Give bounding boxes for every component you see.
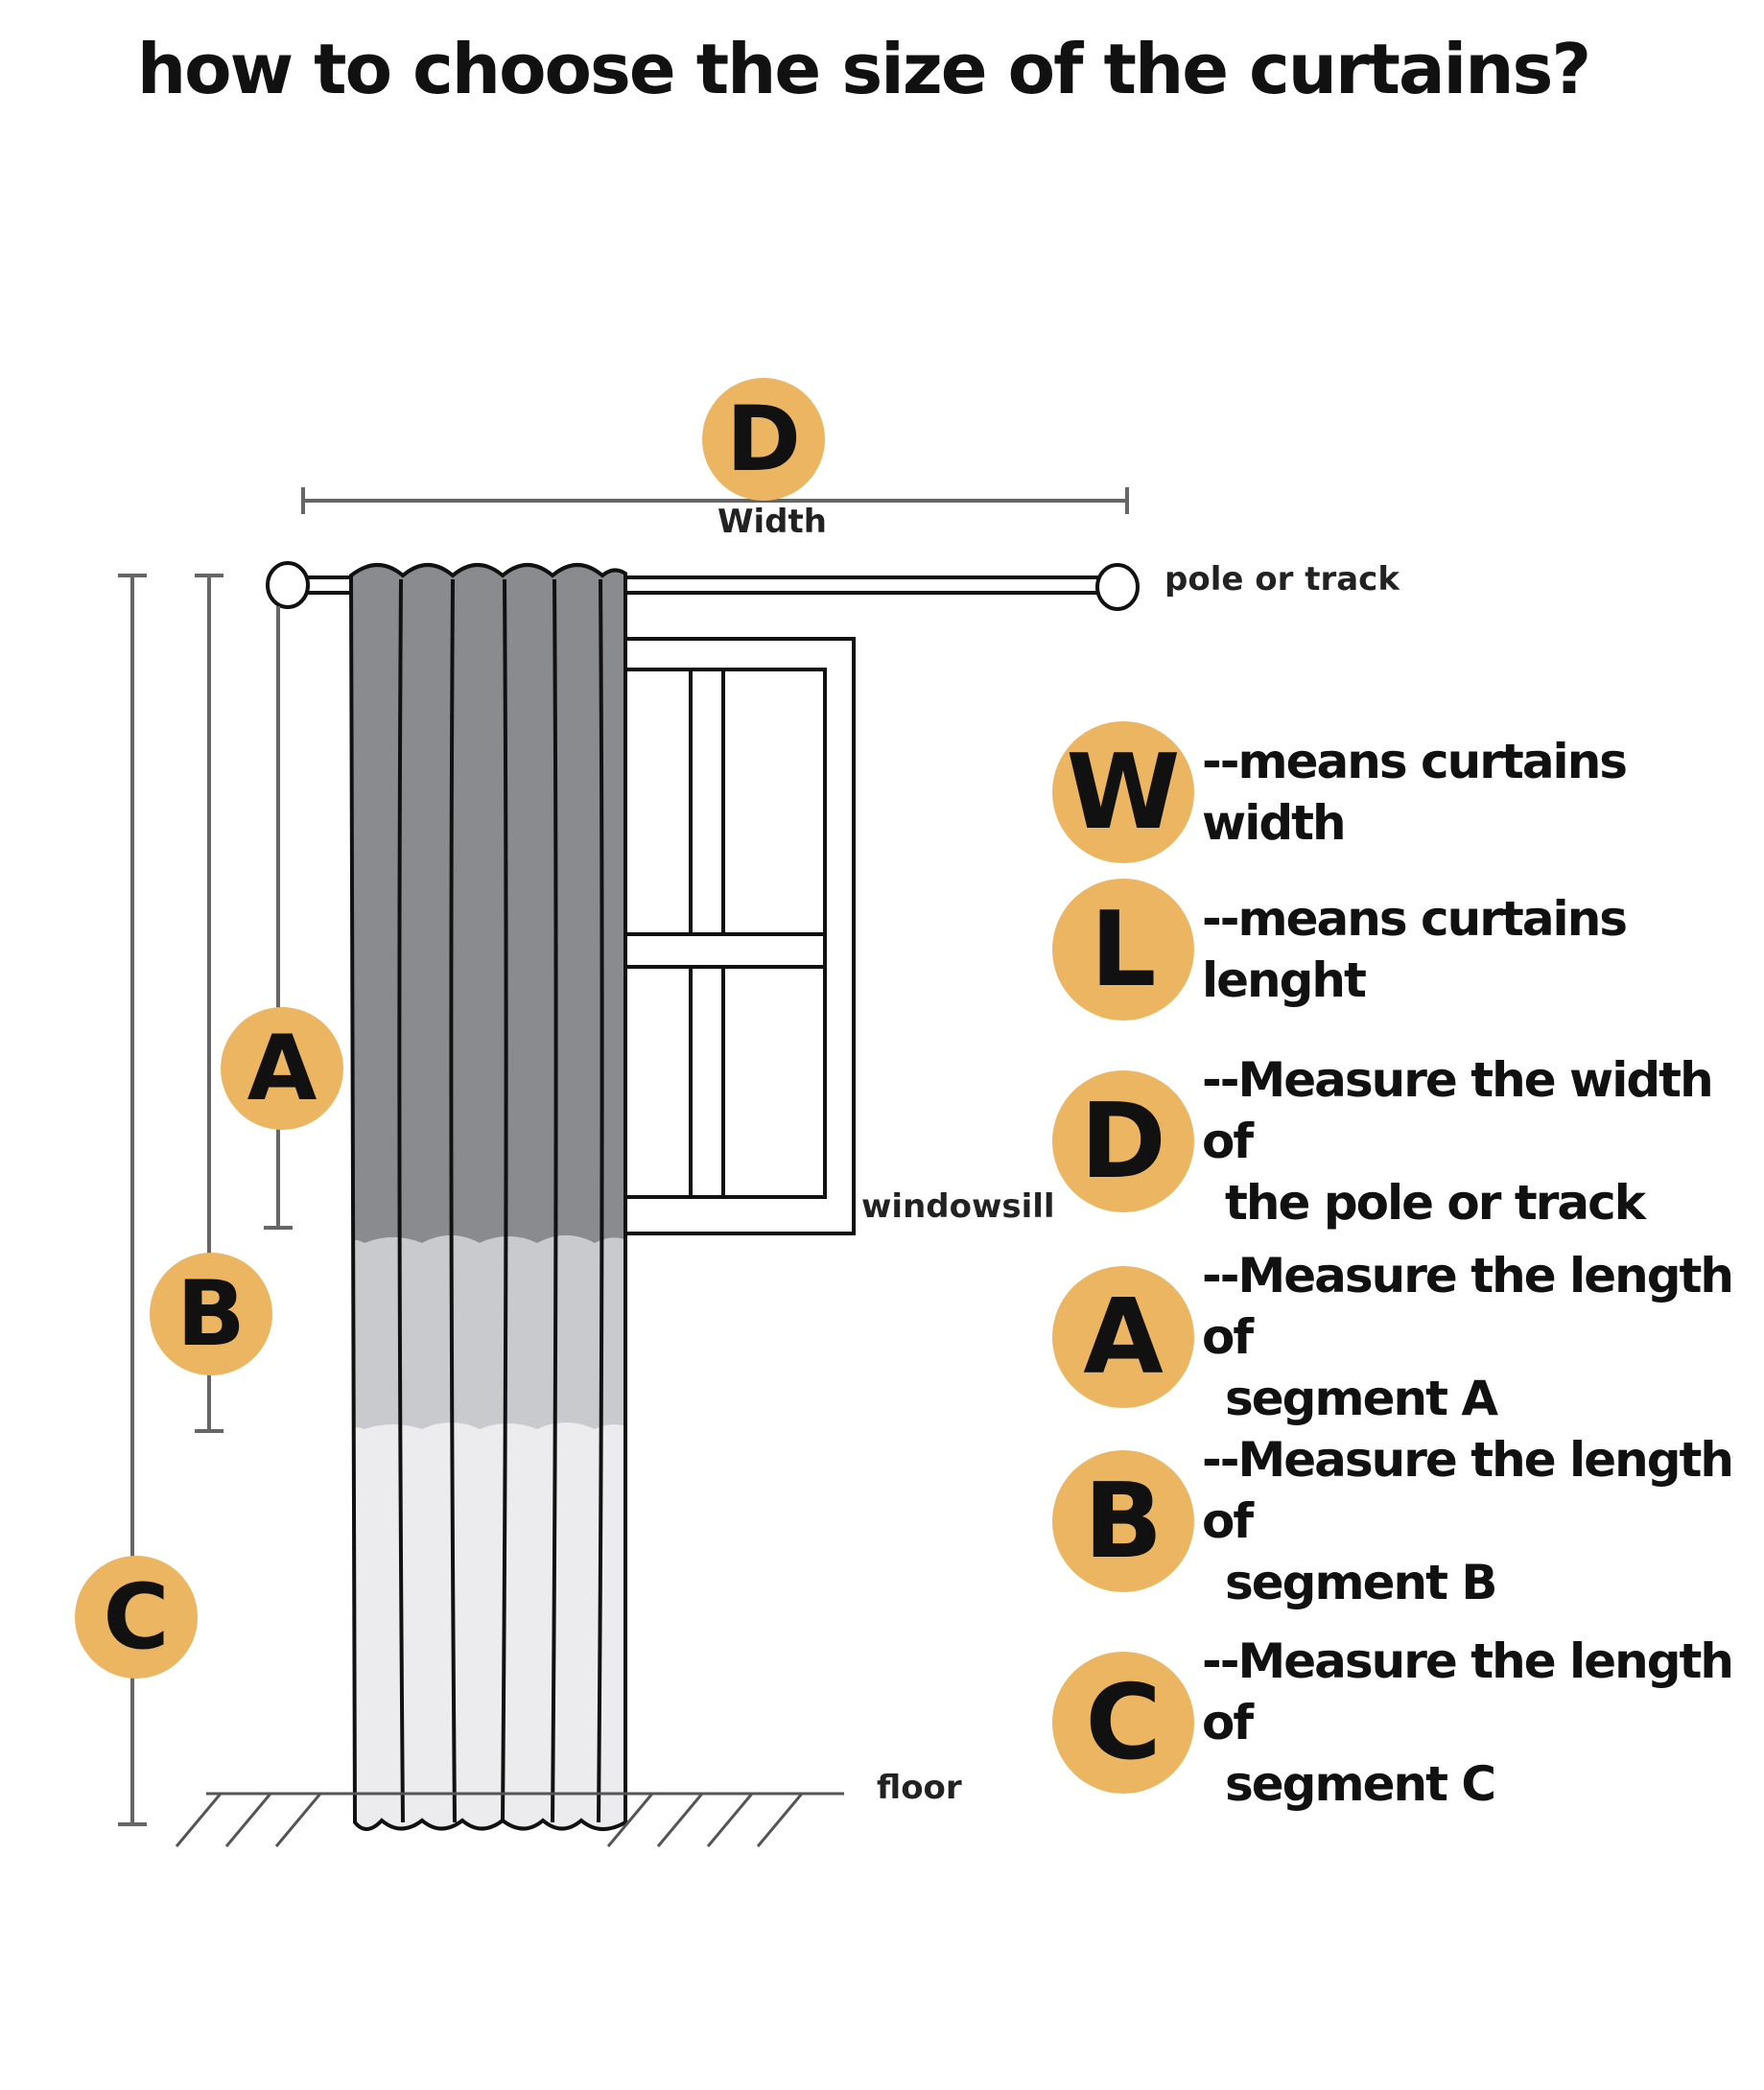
legend-text-b-line1: --Measure the length of <box>1202 1432 1734 1549</box>
legend-item-a: A --Measure the length of segment A <box>1052 1245 1764 1429</box>
segment-c-badge: C <box>75 1556 198 1679</box>
legend-text-c-line2: segment C <box>1225 1756 1496 1812</box>
width-label: Width <box>717 503 827 541</box>
legend-item-d: D --Measure the width of the pole or tra… <box>1052 1049 1764 1233</box>
legend-text-c-line1: --Measure the length of <box>1202 1633 1734 1750</box>
curtain <box>348 563 627 1831</box>
legend-text-a-line2: segment A <box>1225 1371 1498 1426</box>
width-dimension-line <box>301 487 1129 514</box>
legend-badge-b: B <box>1052 1450 1194 1592</box>
legend-badge-c: C <box>1052 1652 1194 1794</box>
pole-label: pole or track <box>1164 560 1399 599</box>
legend-text-b-line2: segment B <box>1225 1555 1498 1610</box>
window-frame <box>622 637 856 1235</box>
width-badge: D <box>702 378 825 501</box>
floor <box>175 1792 844 1847</box>
legend-item-l: L --means curtains lenght <box>1052 879 1764 1021</box>
legend-text-a-line1: --Measure the length of <box>1202 1248 1734 1365</box>
legend-text-w: --means curtains width <box>1202 734 1628 851</box>
legend-badge-l: L <box>1052 879 1194 1021</box>
page-title: how to choose the size of the curtains? <box>136 29 1591 109</box>
windowsill-label: windowsill <box>861 1187 1055 1226</box>
legend-text-d-line2: the pole or track <box>1225 1175 1646 1231</box>
legend-badge-a: A <box>1052 1266 1194 1408</box>
legend-item-w: W --means curtains width <box>1052 721 1764 863</box>
legend-text-d-line1: --Measure the width of <box>1202 1052 1714 1169</box>
floor-label: floor <box>877 1769 962 1807</box>
segment-b-badge: B <box>150 1253 272 1375</box>
segment-a-line <box>264 606 293 1230</box>
legend-text-l: --means curtains lenght <box>1202 891 1628 1008</box>
legend-item-c: C --Measure the length of segment C <box>1052 1631 1764 1815</box>
legend-badge-d: D <box>1052 1070 1194 1212</box>
segment-a-badge: A <box>221 1007 343 1130</box>
legend-item-b: B --Measure the length of segment B <box>1052 1429 1764 1613</box>
legend-badge-w: W <box>1052 721 1194 863</box>
